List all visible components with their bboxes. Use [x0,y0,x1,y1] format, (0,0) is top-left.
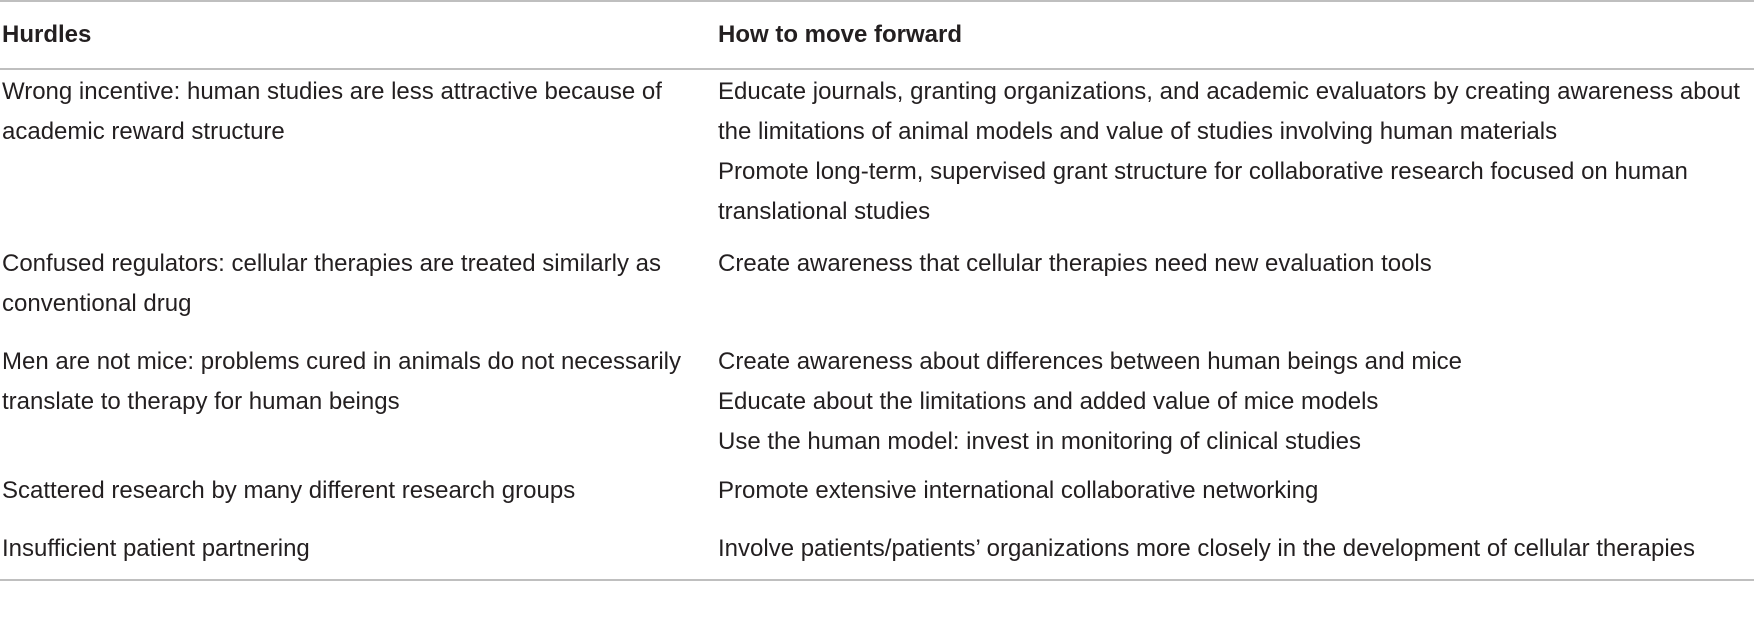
forward-cell: Educate journals, granting organizations… [718,69,1754,244]
table-row: Men are not mice: problems cured in anim… [0,342,1754,471]
hurdle-cell: Insufficient patient partnering [2,535,310,562]
action-item: Educate journals, granting organizations… [718,78,1740,145]
forward-cell: Create awareness that cellular therapies… [718,244,1754,342]
forward-cell: Promote extensive international collabor… [718,471,1754,529]
action-item: Promote long-term, supervised grant stru… [718,158,1688,225]
forward-cell: Involve patients/patients’ organizations… [718,529,1754,580]
action-item: Create awareness that cellular therapies… [718,250,1432,277]
hurdle-cell: Men are not mice: problems cured in anim… [2,348,681,415]
column-header-how-to-move-forward: How to move forward [718,21,963,48]
hurdles-table: Hurdles How to move forward Wrong incent… [0,1,1754,580]
column-header-hurdles: Hurdles [2,21,92,48]
action-item: Involve patients/patients’ organizations… [718,535,1695,562]
table-body: Wrong incentive: human studies are less … [0,69,1754,580]
hurdle-cell: Wrong incentive: human studies are less … [2,78,662,145]
action-item: Use the human model: invest in monitorin… [718,428,1361,455]
action-item: Create awareness about differences betwe… [718,348,1463,375]
hurdle-cell: Scattered research by many different res… [2,477,576,504]
table-row: Scattered research by many different res… [0,471,1754,529]
header-row: Hurdles How to move forward [0,1,1754,69]
hurdle-cell: Confused regulators: cellular therapies … [2,250,661,317]
forward-cell: Create awareness about differences betwe… [718,342,1754,471]
table-row: Wrong incentive: human studies are less … [0,69,1754,244]
action-item: Educate about the limitations and added … [718,388,1379,415]
table-header: Hurdles How to move forward [0,1,1754,69]
action-item: Promote extensive international collabor… [718,477,1319,504]
table-row: Confused regulators: cellular therapies … [0,244,1754,342]
table-row: Insufficient patient partnering Involve … [0,529,1754,580]
